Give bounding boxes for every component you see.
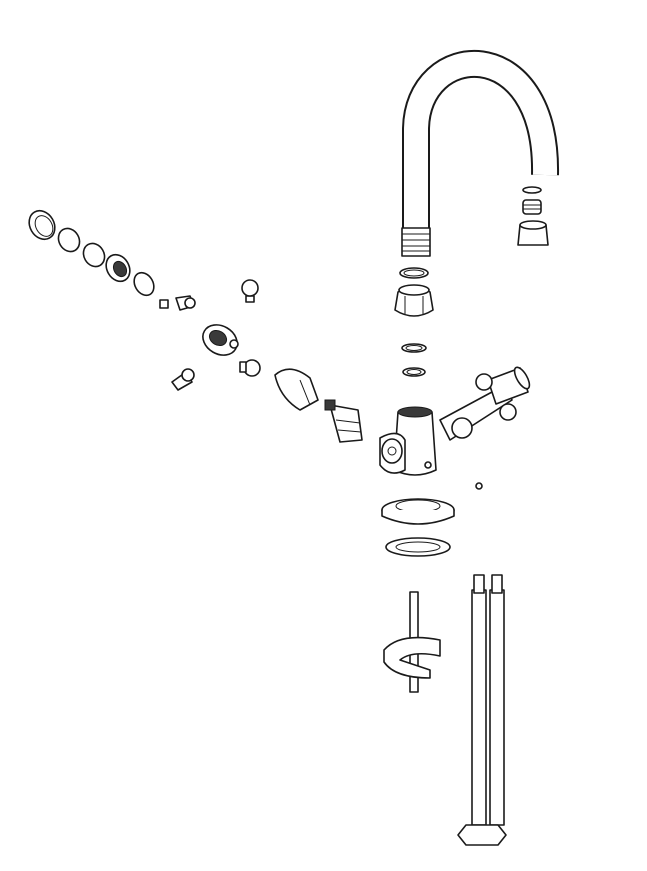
bolt-1 [175,295,196,311]
cartridge-cap [274,368,319,411]
spout-o-ring [399,267,429,279]
base-gasket [385,537,451,557]
mounting-rod-and-bracket [383,591,441,693]
cap-ring [28,209,56,241]
mixer-body [379,384,513,476]
seal-ring-1 [401,343,427,353]
spout-nut [394,284,434,317]
gooseneck-spout [401,49,560,257]
grub-screw-1 [159,299,169,309]
washer-1 [57,227,81,253]
small-screw [475,482,483,490]
flexible-hoses [457,574,507,846]
threaded-bushing [105,253,131,283]
right-handle [475,366,531,421]
valve-cartridge [324,399,363,443]
bulb-plug-2 [239,359,261,377]
o-ring [133,271,155,297]
aerator-assembly [517,186,549,246]
bolt-2 [171,368,195,391]
bulb-plug-1 [241,279,259,303]
washer-2 [82,242,106,268]
seal-ring-2 [402,367,426,377]
valve-housing [202,324,239,356]
base-flange [381,498,455,525]
